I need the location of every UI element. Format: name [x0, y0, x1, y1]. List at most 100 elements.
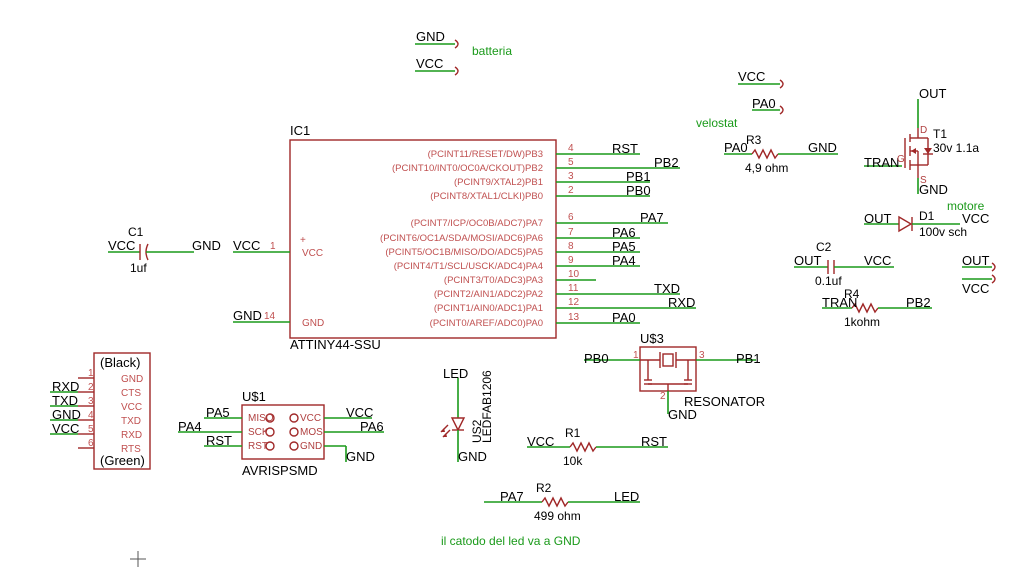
ic1-pin-name: (PCINT0/AREF/ADC0)PA0	[430, 318, 543, 329]
ic1-pin-name: (PCINT6/OC1A/SDA/MOSI/ADC6)PA6	[380, 233, 543, 244]
us2-name: US2	[470, 419, 484, 443]
ic1-pin-name: (PCINT3/T0/ADC3)PA3	[444, 275, 543, 286]
resistor-r3[interactable]: PA0 GND R3 4,9 ohm	[724, 133, 838, 175]
u1-right-net: VCC	[346, 405, 373, 420]
diode-d1[interactable]: OUT VCC D1 100v sch	[864, 209, 989, 239]
ftdi-pin-name: RTS	[121, 444, 141, 455]
resistor-r1[interactable]: VCC RST R1 10k	[527, 426, 668, 468]
u3-right-net: PB1	[736, 351, 761, 366]
d1-left-net: OUT	[864, 211, 892, 226]
c2-value: 0.1uf	[815, 274, 842, 288]
ic1-pin-name: (PCINT8/XTAL1/CLKI)PB0	[430, 191, 543, 202]
ic1-pin-num: 13	[568, 312, 580, 323]
r4-right-net: PB2	[906, 295, 931, 310]
d1-right-net: VCC	[962, 211, 989, 226]
ic1-pin-net: PA6	[612, 225, 636, 240]
u1-left-net: PA4	[178, 419, 202, 434]
ic1-pin-name: (PCINT5/OC1B/MISO/DO/ADC5)PA5	[385, 247, 543, 258]
capacitor-c1[interactable]: VCC GND C1 1uf	[108, 225, 221, 275]
ic1-pin-num: 9	[568, 255, 574, 266]
us2-bottom-net: GND	[458, 449, 487, 464]
ftdi-pin-num: 1	[88, 368, 94, 379]
u3-left-net: PB0	[584, 351, 609, 366]
ftdi-pin-net: GND	[52, 407, 81, 422]
ic1-pin-name: (PCINT10/INT0/OC0A/CKOUT)PB2	[392, 163, 543, 174]
r4-name: R4	[844, 287, 860, 301]
u1-pin-name: MOSI	[300, 427, 326, 438]
ic1-pin-net: PB2	[654, 155, 679, 170]
ftdi-pin-name: VCC	[121, 402, 142, 413]
mosfet-t1[interactable]: OUT TRAN GND T1 30v 1.1a D G S	[864, 86, 979, 197]
battery-connector[interactable]: GND VCC batteria	[415, 29, 512, 76]
ic1-pin-num: 11	[568, 283, 579, 294]
ic1-gnd-net: GND	[233, 308, 262, 323]
r3-value: 4,9 ohm	[745, 161, 788, 175]
u1-pad	[265, 441, 275, 451]
t1-d-pin: D	[920, 125, 927, 136]
motor-note: motore	[947, 199, 985, 213]
ic1-pin-name: (PCINT4/T1/SCL/USCK/ADC4)PA4	[394, 261, 543, 272]
c1-left-net: VCC	[108, 238, 135, 253]
u1-pad	[289, 413, 299, 423]
ic1-pin-num: 12	[568, 297, 580, 308]
ic1-pin-name: (PCINT1/AIN0/ADC1)PA1	[434, 303, 543, 314]
r2-name: R2	[536, 481, 552, 495]
ic1-gnd-pin-label: GND	[302, 318, 324, 329]
c2-right-net: VCC	[864, 253, 891, 268]
ftdi-pin-name: TXD	[121, 416, 141, 427]
c1-value: 1uf	[130, 261, 147, 275]
led-us2[interactable]: LED GND US2 LEDFAB1206	[440, 366, 494, 464]
ic1-pin-num: 7	[568, 227, 574, 238]
r2-right-net: LED	[614, 489, 639, 504]
ic1-vcc-net: VCC	[233, 238, 260, 253]
ic1-pin-name: (PCINT11/RESET/DW)PB3	[428, 149, 543, 160]
u1-pad	[265, 413, 275, 423]
u3-pin3: 3	[699, 350, 705, 361]
u1-pin-name: GND	[300, 441, 322, 452]
velostat-connector[interactable]: VCC PA0 velostat	[696, 69, 784, 130]
u1-pad	[289, 441, 299, 451]
ftdi-pin-num: 2	[88, 382, 94, 393]
ic1-pin-net: PB1	[626, 169, 651, 184]
ic1-pin-num: 2	[568, 185, 574, 196]
ic1-pin-net: RXD	[668, 295, 695, 310]
ic1-pin-net: RST	[612, 141, 638, 156]
resistor-r4[interactable]: TRAN PB2 R4 1kohm	[822, 287, 932, 329]
resonator-u3[interactable]: U$3 RESONATOR PB0 PB1 GND 1 3 2	[584, 331, 765, 422]
t1-source-net: GND	[919, 182, 948, 197]
ftdi-pin-num: 3	[88, 396, 94, 407]
ftdi-pin-net: VCC	[52, 421, 79, 436]
r1-value: 10k	[563, 454, 583, 468]
d1-value: 100v sch	[919, 225, 967, 239]
ftdi-header[interactable]: (Black) (Green) 1GND2CTSRXD3VCCTXD4TXDGN…	[50, 352, 151, 470]
u1-pin-name: RST	[248, 441, 268, 452]
ftdi-pin-num: 6	[88, 438, 94, 449]
t1-value: 30v 1.1a	[933, 141, 979, 155]
r4-left-net: TRAN	[822, 295, 857, 310]
u1-pad	[289, 427, 299, 437]
ic1-pin-net: PA0	[612, 310, 636, 325]
avrisp-u1[interactable]: U$1 AVRISPSMD MISOSCKRSTVCCMOSIGNDPA5PA4…	[178, 389, 384, 478]
ic1-vcc-pin-label: VCC	[302, 248, 323, 259]
velostat-vcc-label: VCC	[738, 69, 765, 84]
t1-drain-net: OUT	[919, 86, 947, 101]
c2-left-net: OUT	[794, 253, 822, 268]
r4-value: 1kohm	[844, 315, 880, 329]
resistor-r2[interactable]: PA7 LED R2 499 ohm	[484, 481, 640, 523]
c1-name: C1	[128, 225, 144, 239]
u1-right-net: PA6	[360, 419, 384, 434]
ic1-attiny44[interactable]: IC1 ATTINY44-SSU VCC 1 + VCC GND 14 GND …	[233, 123, 696, 352]
ftdi-pin-name: RXD	[121, 430, 142, 441]
t1-s-pin: S	[920, 175, 927, 186]
battery-vcc-label: VCC	[416, 56, 443, 71]
ftdi-pin-net: RXD	[52, 379, 79, 394]
motor-connector[interactable]: OUT VCC	[962, 253, 996, 296]
velostat-note: velostat	[696, 116, 738, 130]
capacitor-c2[interactable]: OUT VCC C2 0.1uf	[794, 240, 894, 288]
ic1-value: ATTINY44-SSU	[290, 337, 381, 352]
us2-top-net: LED	[443, 366, 468, 381]
u1-pad	[265, 427, 275, 437]
